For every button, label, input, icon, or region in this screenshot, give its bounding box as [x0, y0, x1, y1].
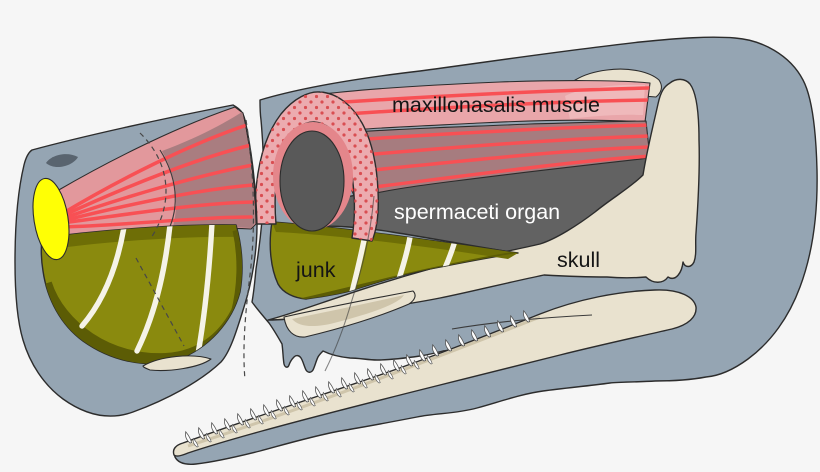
diagram-labels: maxillonasalis muscle spermaceti organ j…: [295, 93, 600, 282]
skull-trough-shadow: [292, 295, 404, 327]
arch-dot-texture: [255, 91, 379, 241]
muscle-fibers-lower: [340, 123, 650, 192]
rostrum-tip-sliver: [142, 355, 212, 372]
muscle-cone-inner: [162, 112, 255, 230]
label-skull: skull: [557, 248, 600, 272]
phonic-lips-sac: [32, 177, 70, 261]
skull: [267, 78, 700, 338]
section-plane-edge: [324, 195, 375, 372]
lower-jaw: [172, 289, 697, 457]
label-spermaceti-organ: spermaceti organ: [394, 200, 560, 224]
label-junk: junk: [295, 258, 336, 282]
rear-head-section: [172, 36, 818, 465]
junk-front-bands: [79, 224, 215, 357]
front-head-section: [14, 104, 258, 417]
mandible-sulcus-line: [451, 314, 593, 330]
spermaceti-organ-cut-face: [279, 130, 345, 232]
muscle-fibers-front: [58, 123, 256, 229]
junk-right-top-face: [272, 222, 518, 259]
skull-cranium-rostrum: [267, 78, 700, 321]
muscle-cross-section-arch: [254, 91, 379, 242]
muscle-fibers-upper: [316, 86, 650, 118]
maxillonasalis-muscle: [315, 80, 651, 199]
label-maxillonasalis-muscle: maxillonasalis muscle: [392, 93, 600, 117]
hidden-structure-dashes: [135, 119, 255, 381]
blowhole: [46, 154, 78, 168]
muscle-cone-section-line: [159, 149, 176, 232]
mandible-bone: [172, 289, 697, 457]
junk-front-top-face: [42, 224, 238, 250]
